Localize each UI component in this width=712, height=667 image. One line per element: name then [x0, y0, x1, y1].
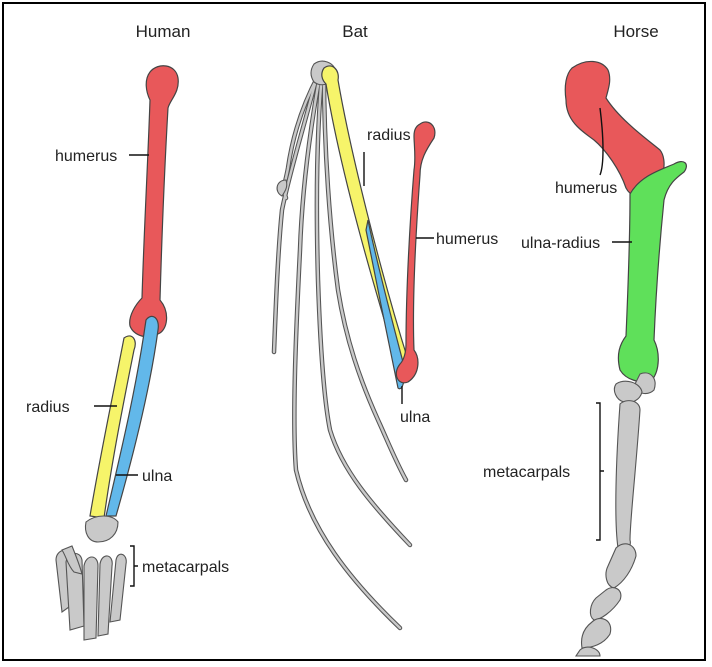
horse-ulna-radius [618, 162, 686, 382]
human-title: Human [136, 22, 191, 41]
horse-panel: Horse humerus ulna-radius metacarpals [483, 22, 686, 656]
bat-radius-label: radius [367, 127, 411, 144]
human-ulna-label: ulna [142, 468, 172, 485]
bat-panel: Bat radius humerus ulna [274, 22, 498, 628]
human-humerus-label: humerus [55, 148, 117, 165]
human-panel: Human humerus radius ulna metacarpals [26, 22, 229, 640]
horse-ulna-radius-label: ulna-radius [521, 235, 600, 252]
bat-radius [322, 66, 408, 369]
human-humerus [130, 66, 179, 337]
human-hand-bones [56, 516, 126, 640]
bat-ulna-label: ulna [400, 409, 430, 426]
bat-ulna [366, 220, 405, 389]
horse-metacarpals-label: metacarpals [483, 464, 570, 481]
human-radius-label: radius [26, 399, 70, 416]
horse-humerus-label: humerus [555, 180, 617, 197]
horse-title: Horse [613, 22, 658, 41]
human-metacarpals-label: metacarpals [142, 559, 229, 576]
bat-title: Bat [342, 22, 368, 41]
bat-humerus-label: humerus [436, 231, 498, 248]
horse-lower-leg-bones [576, 373, 655, 656]
